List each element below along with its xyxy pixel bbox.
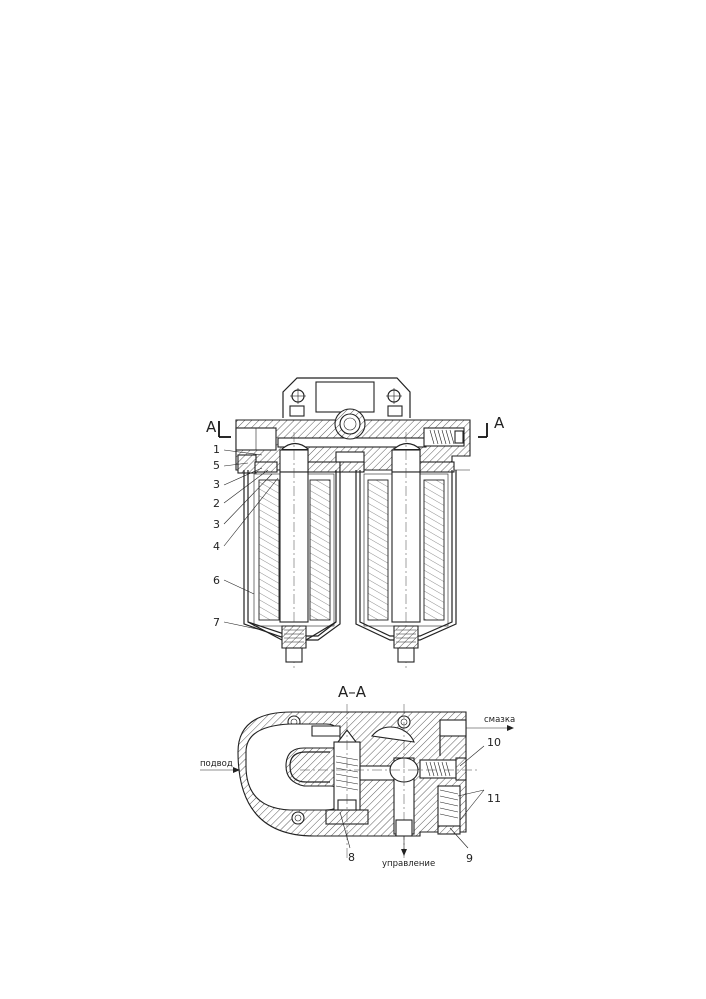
callout-11: 11 <box>487 792 501 805</box>
callout-6: 6 <box>213 574 220 587</box>
callout-7: 7 <box>213 616 220 629</box>
callout-2: 2 <box>213 497 220 510</box>
section-marker-left: A <box>206 418 231 438</box>
section-title: A–A <box>338 683 367 701</box>
section-view <box>237 704 480 860</box>
callout-4: 4 <box>213 540 220 553</box>
upper-leaders <box>223 449 279 631</box>
callout-9: 9 <box>466 852 473 865</box>
callout-3-lower: 3 <box>213 518 220 531</box>
filter-right <box>339 432 457 668</box>
label-lubrication: смазка <box>484 715 515 725</box>
label-inlet: подвод <box>200 759 233 769</box>
callout-10: 10 <box>487 736 501 749</box>
upper-view: A A <box>206 377 505 668</box>
section-marker-right-text: A <box>494 414 505 432</box>
section-marker-left-text: A <box>206 418 217 436</box>
filter-head <box>235 408 471 471</box>
callout-1: 1 <box>213 443 220 456</box>
callout-8: 8 <box>348 851 355 864</box>
flow-arrows <box>200 725 514 856</box>
section-marker-right: A <box>478 414 505 438</box>
lower-leaders <box>339 745 485 849</box>
filter-left <box>237 432 341 668</box>
callout-3-upper: 3 <box>213 478 220 491</box>
label-control: управление <box>382 859 435 869</box>
callout-5: 5 <box>213 459 220 472</box>
